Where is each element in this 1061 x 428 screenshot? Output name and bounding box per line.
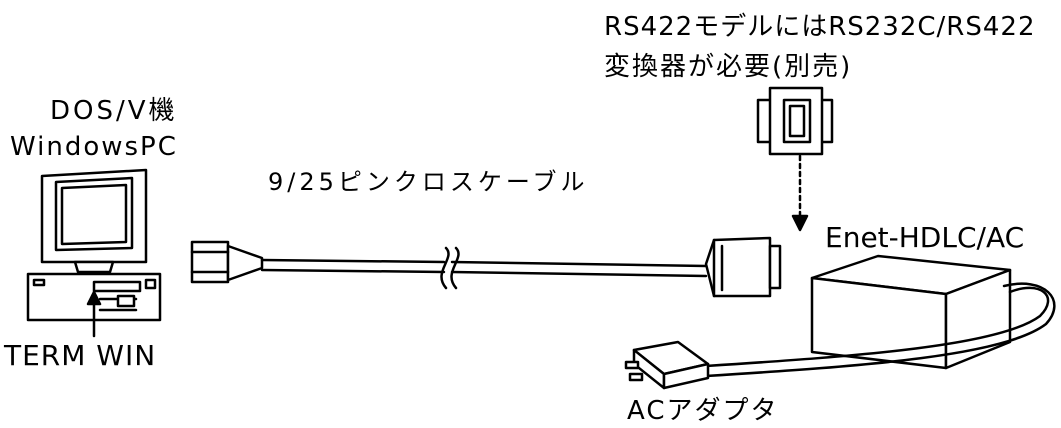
pc-icon	[26, 168, 162, 338]
ac-adapter-label: ACアダプタ	[627, 396, 779, 426]
device-label: Enet-HDLC/AC	[825, 221, 1025, 254]
software-label: TERM WIN	[4, 339, 157, 372]
converter-note-line1: RS422モデルにはRS232C/RS422	[604, 12, 1036, 42]
cross-cable-icon	[190, 236, 782, 298]
cable-label: 9/25ピンクロスケーブル	[268, 168, 589, 196]
pc-label-line1: DOS/V機	[50, 96, 178, 126]
pc-label-line2: WindowsPC	[10, 132, 178, 162]
converter-icon	[756, 86, 834, 232]
device-box-icon	[810, 254, 1012, 370]
ac-adapter-plug-icon	[624, 340, 710, 390]
ac-adapter-icon	[704, 282, 1056, 378]
converter-note-line2: 変換器が必要(別売)	[604, 52, 853, 82]
